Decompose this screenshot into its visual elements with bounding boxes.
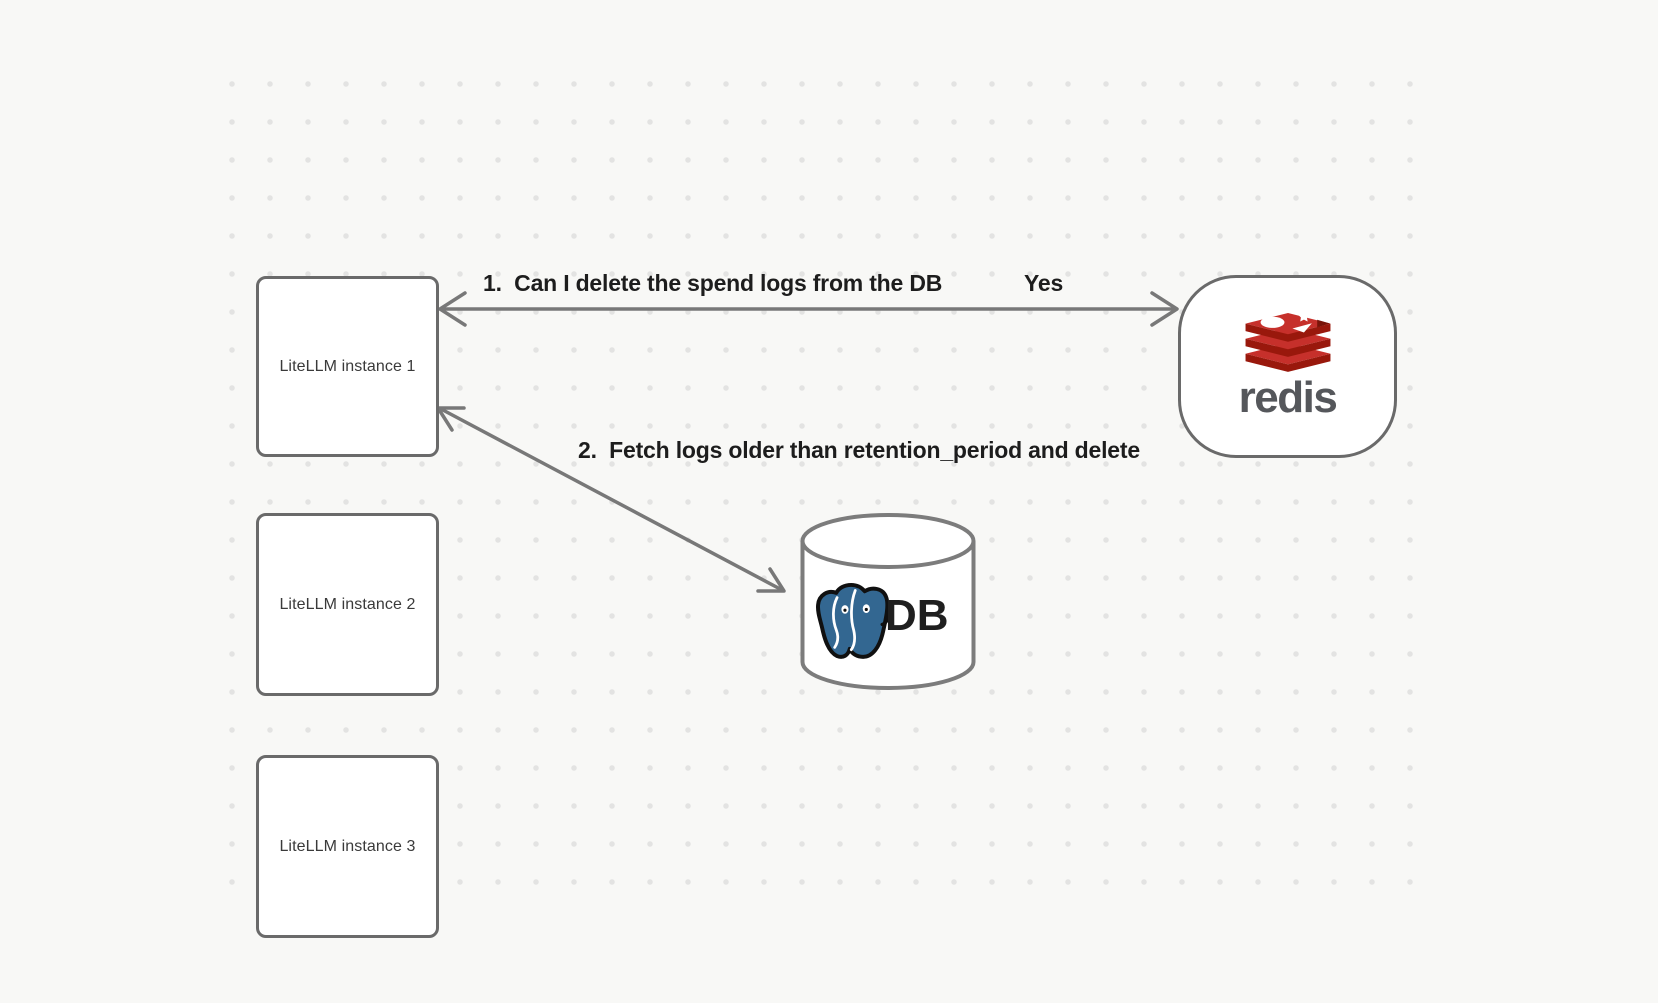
node-litellm-instance-2[interactable]: LiteLLM instance 2 [256,513,439,696]
edge-2-label[interactable]: 2. Fetch logs older than retention_perio… [578,437,1140,463]
node-label: LiteLLM instance 1 [279,357,416,375]
node-redis[interactable]: redis [1178,275,1397,458]
node-litellm-instance-1[interactable]: LiteLLM instance 1 [256,276,439,457]
edge-1-label[interactable]: 1. Can I delete the spend logs from the … [483,270,943,296]
postgresql-elephant-icon [816,582,890,659]
arrowhead-right-icon [1150,291,1179,327]
redis-wordmark: redis [1238,373,1338,422]
arrowhead-down-right-icon [756,567,786,593]
db-node-label: DB [885,591,949,640]
edge-1-arrow[interactable] [438,291,1179,327]
redis-logo-icon [1245,313,1330,372]
node-litellm-instance-3[interactable]: LiteLLM instance 3 [256,755,439,938]
node-label: LiteLLM instance 2 [279,595,416,613]
edge-1-response-label[interactable]: Yes [1024,270,1064,296]
arrowhead-left-icon [438,291,467,327]
node-label: LiteLLM instance 3 [279,837,416,855]
